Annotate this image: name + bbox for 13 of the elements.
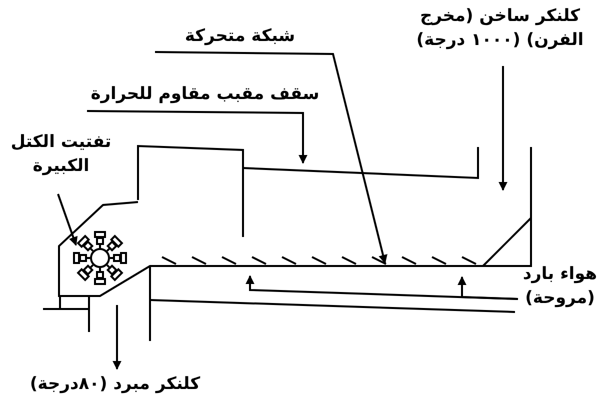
label-text: كلنكر مبرد (٨٠درجة): [0, 372, 230, 396]
arrow: [57, 194, 78, 246]
label-text: تفتيت الكتل الكبيرة: [0, 130, 122, 178]
label-text: شبكة متحركة: [160, 24, 320, 48]
crusher-icon: [72, 230, 128, 286]
label-text: سقف مقبب مقاوم للحرارة: [90, 82, 320, 106]
leader-line: [154, 51, 388, 264]
label-text: كلنكر ساخن (مخرج الفرن) (١٠٠٠ درجة): [400, 4, 600, 52]
arrow: [87, 110, 308, 164]
arrow: [112, 305, 122, 370]
label-text: هواء بارد (مروحة): [520, 262, 600, 310]
arrow: [498, 66, 508, 191]
air-arrow: [458, 276, 518, 300]
